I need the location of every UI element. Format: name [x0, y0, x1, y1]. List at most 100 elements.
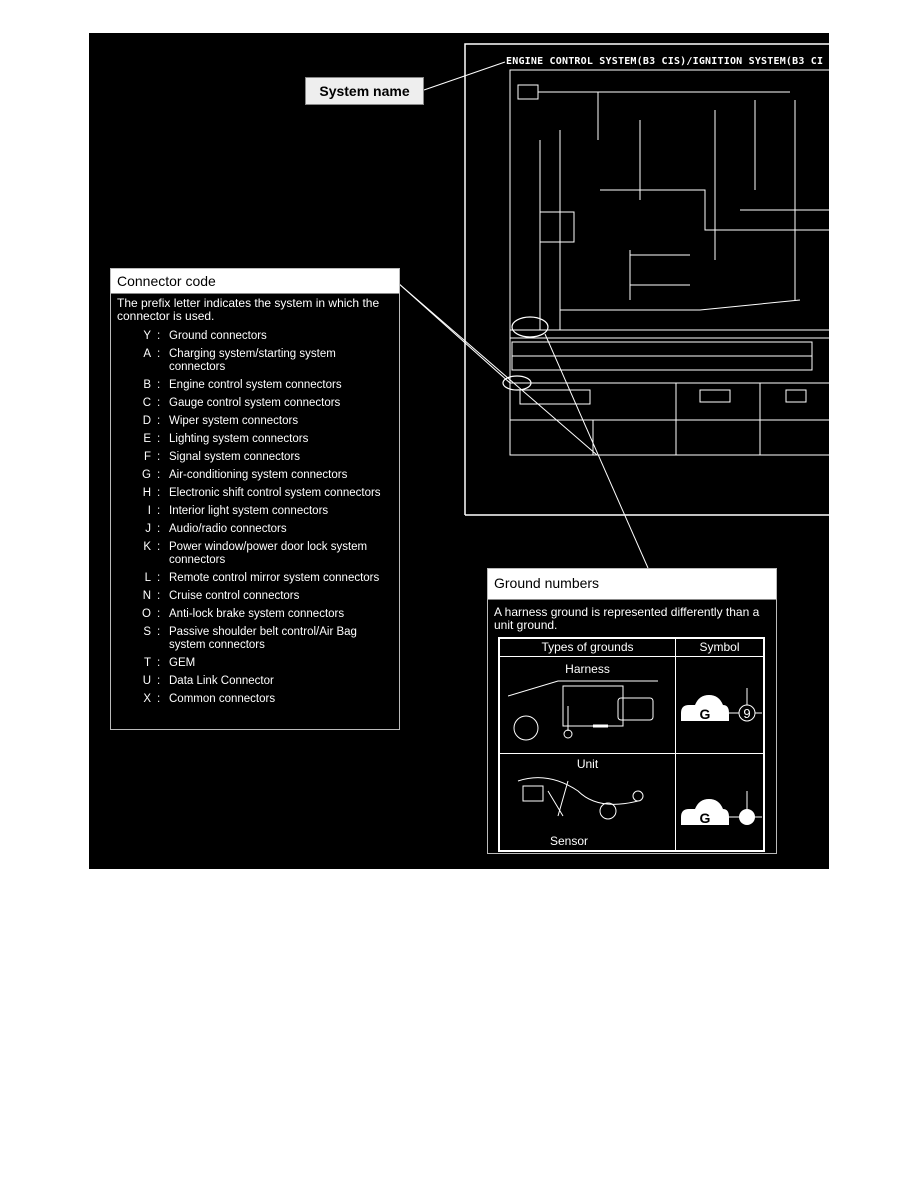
separator: : [157, 415, 161, 427]
prefix-letter: X [143, 693, 151, 705]
prefix-letter: S [143, 626, 151, 638]
unit-ground-symbol: G [681, 791, 762, 826]
connector-code-item: G: Air-conditioning system connectors [111, 469, 399, 482]
connector-code-item: J: Audio/radio connectors [111, 523, 399, 536]
connector-code-item: X: Common connectors [111, 693, 399, 706]
prefix-description: Data Link Connector [169, 675, 274, 687]
separator: : [157, 523, 161, 535]
separator: : [157, 397, 161, 409]
prefix-description: Power window/power door lock system conn… [169, 541, 368, 566]
prefix-letter: K [143, 541, 151, 553]
prefix-letter: L [144, 572, 151, 584]
connector-code-item: I: Interior light system connectors [111, 505, 399, 518]
connector-code-item: E: Lighting system connectors [111, 433, 399, 446]
prefix-letter: J [145, 523, 151, 535]
col-symbol: Symbol [675, 638, 764, 657]
ground-types-table: Types of grounds Symbol Harness G 9 [498, 637, 765, 852]
prefix-description: Wiper system connectors [169, 415, 299, 427]
connector-code-item: F: Signal system connectors [111, 451, 399, 464]
connector-code-callout: Connector code The prefix letter indicat… [110, 268, 400, 730]
connector-code-item: Y: Ground connectors [111, 330, 399, 343]
prefix-letter: I [147, 505, 151, 517]
prefix-letter: B [143, 379, 151, 391]
prefix-letter: T [143, 657, 151, 669]
ground-numbers-title: Ground numbers [488, 569, 776, 600]
prefix-letter: C [142, 397, 151, 409]
connector-code-item: L: Remote control mirror system connector… [111, 572, 399, 585]
prefix-description: Audio/radio connectors [169, 523, 287, 535]
connector-code-item: S: Passive shoulder belt control/Air Bag … [111, 626, 399, 652]
prefix-letter: F [143, 451, 151, 463]
separator: : [157, 469, 161, 481]
separator: : [157, 487, 161, 499]
ground-type-label: Unit [576, 757, 599, 771]
prefix-description: Charging system/starting system connecto… [169, 348, 336, 373]
prefix-letter: O [142, 608, 151, 620]
prefix-description: Lighting system connectors [169, 433, 309, 445]
ground-type-label: Harness [565, 662, 610, 676]
prefix-description: Remote control mirror system connectors [169, 572, 380, 584]
prefix-description: Gauge control system connectors [169, 397, 341, 409]
prefix-description: GEM [169, 657, 196, 669]
prefix-description: Engine control system connectors [169, 379, 342, 391]
prefix-description: Anti-lock brake system connectors [169, 608, 345, 620]
connector-code-intro: The prefix letter indicates the system i… [117, 296, 380, 323]
prefix-description: Signal system connectors [169, 451, 301, 463]
prefix-description: Passive shoulder belt control/Air Bag sy… [169, 626, 357, 651]
connector-code-title: Connector code [111, 269, 399, 294]
separator: : [157, 541, 161, 553]
ground-number: 9 [743, 706, 750, 721]
separator: : [157, 348, 161, 360]
connector-code-item: D: Wiper system connectors [111, 415, 399, 428]
table-row: Unit Sensor G [499, 753, 764, 851]
ground-numbers-intro: A harness ground is represented differen… [494, 605, 760, 632]
prefix-letter: U [142, 675, 151, 687]
prefix-letter: H [142, 487, 151, 499]
prefix-letter: D [142, 415, 151, 427]
prefix-letter: E [143, 433, 151, 445]
connector-code-item: H:Electronic shift control system connec… [111, 487, 399, 500]
sensor-label: Sensor [550, 834, 589, 848]
separator: : [157, 675, 161, 687]
prefix-letter: G [142, 469, 151, 481]
ground-numbers-callout: Ground numbers A harness ground is repre… [487, 568, 777, 854]
connector-code-item: T: GEM [111, 657, 399, 670]
harness-illustration [507, 680, 658, 741]
ground-letter: G [700, 810, 711, 826]
connector-code-item: O: Anti-lock brake system connectors [111, 608, 399, 621]
separator: : [157, 626, 161, 638]
prefix-description: Cruise control connectors [169, 590, 300, 602]
separator: : [157, 572, 161, 584]
unit-illustration [517, 777, 643, 820]
separator: : [157, 693, 161, 705]
separator: : [157, 330, 161, 342]
separator: : [157, 657, 161, 669]
prefix-description: Common connectors [169, 693, 276, 705]
prefix-description: Ground connectors [169, 330, 267, 342]
prefix-description: Interior light system connectors [169, 505, 329, 517]
connector-code-item: K: Power window/power door lock system co… [111, 541, 399, 567]
separator: : [157, 451, 161, 463]
harness-ground-symbol: G 9 [681, 688, 762, 722]
connector-code-item: C: Gauge control system connectors [111, 397, 399, 410]
separator: : [157, 505, 161, 517]
separator: : [157, 379, 161, 391]
separator: : [157, 590, 161, 602]
prefix-letter: Y [143, 330, 151, 342]
connector-code-item: U: Data Link Connector [111, 675, 399, 688]
prefix-letter: N [142, 590, 151, 602]
separator: : [157, 433, 161, 445]
separator: : [157, 608, 161, 620]
col-types: Types of grounds [499, 638, 676, 657]
prefix-letter: A [143, 348, 151, 360]
ground-letter: G [700, 706, 711, 722]
connector-code-item: B: Engine control system connectors [111, 379, 399, 392]
table-row: Harness G 9 [499, 656, 764, 754]
connector-code-item: N: Cruise control connectors [111, 590, 399, 603]
prefix-description: Air-conditioning system connectors [169, 469, 348, 481]
connector-code-item: A: Charging system/starting system connec… [111, 348, 399, 374]
diagram-title: ENGINE CONTROL SYSTEM(B3 CIS)/IGNITION S… [506, 56, 824, 67]
